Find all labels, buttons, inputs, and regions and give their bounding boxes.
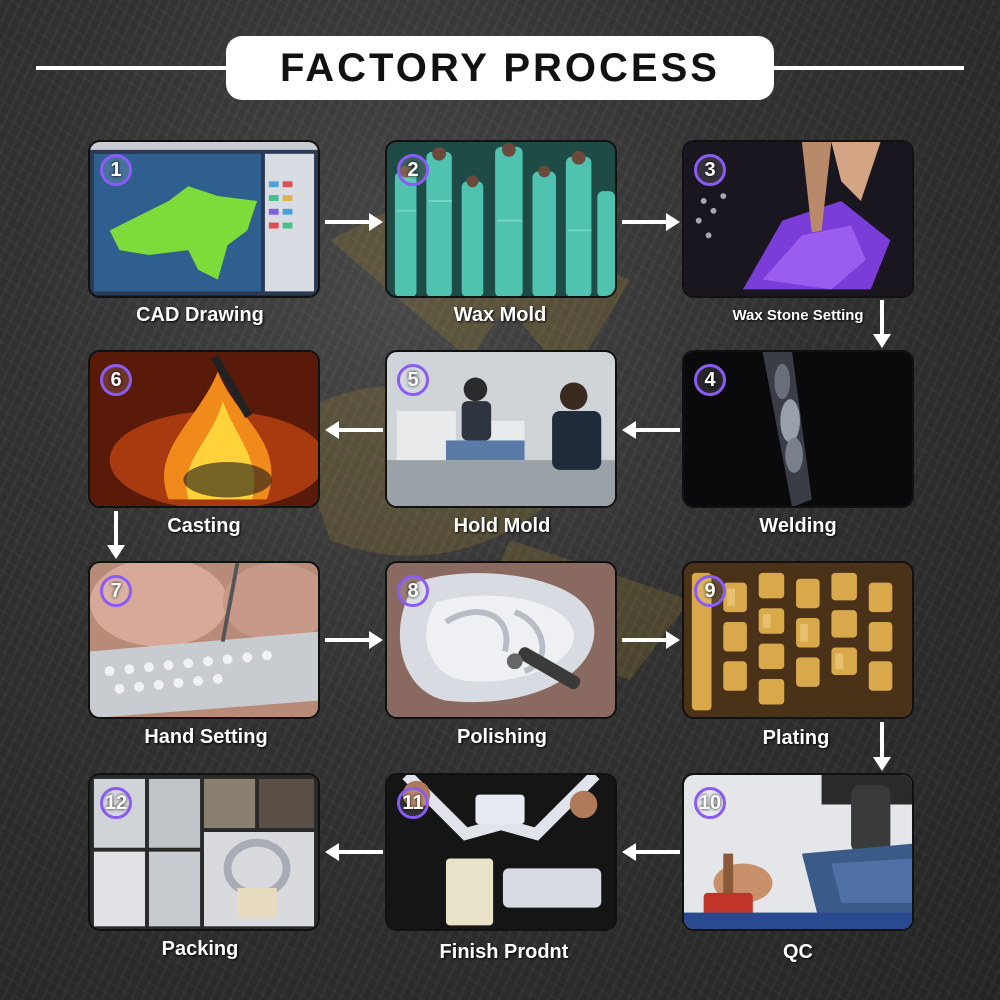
arrow-icon bbox=[622, 213, 680, 231]
step-number-badge: 3 bbox=[694, 154, 726, 186]
arrow-icon bbox=[107, 511, 125, 559]
step-card-polishing: 8 bbox=[385, 561, 617, 719]
step-label: Hold Mold bbox=[453, 515, 551, 537]
step-label: Welding bbox=[759, 515, 837, 537]
step-number-badge: 4 bbox=[694, 364, 726, 396]
step-number-badge: 2 bbox=[397, 154, 429, 186]
step-card-plating: 9 bbox=[682, 561, 914, 719]
step-card-casting: 6 bbox=[88, 350, 320, 508]
arrow-icon bbox=[622, 843, 680, 861]
wax-stone-setting-photo bbox=[684, 142, 912, 296]
step-label: Packing bbox=[161, 938, 239, 960]
step-card-packing: 12 bbox=[88, 773, 320, 931]
step-number-badge: 11 bbox=[397, 787, 429, 819]
page-title: FACTORY PROCESS bbox=[280, 45, 720, 90]
step-number-badge: 1 bbox=[100, 154, 132, 186]
step-label: Wax Stone Setting bbox=[732, 307, 864, 324]
arrow-icon bbox=[325, 843, 383, 861]
step-number-badge: 10 bbox=[694, 787, 726, 819]
step-number-badge: 5 bbox=[397, 364, 429, 396]
step-card-wax-stone-setting: 3 bbox=[682, 140, 914, 298]
arrow-icon bbox=[325, 631, 383, 649]
title-rule-right bbox=[774, 66, 964, 70]
step-number-badge: 6 bbox=[100, 364, 132, 396]
step-card-qc: 10 bbox=[682, 773, 914, 931]
step-label: Wax Mold bbox=[453, 304, 547, 326]
step-number-badge: 12 bbox=[100, 787, 132, 819]
arrow-icon bbox=[873, 300, 891, 348]
step-number-badge: 8 bbox=[397, 575, 429, 607]
step-label: QC bbox=[783, 941, 813, 963]
arrow-icon bbox=[622, 421, 680, 439]
title-rule-left bbox=[36, 66, 226, 70]
wax-mold-photo bbox=[387, 142, 615, 296]
step-label: Casting bbox=[167, 515, 241, 537]
step-card-wax-mold: 2 bbox=[385, 140, 617, 298]
title-banner: FACTORY PROCESS bbox=[226, 36, 774, 100]
packing-photo bbox=[90, 775, 318, 929]
step-number-badge: 7 bbox=[100, 575, 132, 607]
step-label: Hand Setting bbox=[144, 726, 268, 748]
step-card-cad-drawing: 1 bbox=[88, 140, 320, 298]
arrow-icon bbox=[622, 631, 680, 649]
arrow-icon bbox=[873, 722, 891, 771]
step-label: CAD Drawing bbox=[136, 304, 264, 326]
step-label: Polishing bbox=[457, 726, 547, 748]
step-card-welding: 4 bbox=[682, 350, 914, 508]
arrow-icon bbox=[325, 421, 383, 439]
step-card-hold-mold: 5 bbox=[385, 350, 617, 508]
arrow-icon bbox=[325, 213, 383, 231]
step-label: Finish Prodnt bbox=[439, 941, 569, 963]
polishing-photo bbox=[387, 563, 615, 717]
step-label: Plating bbox=[762, 727, 830, 749]
step-card-hand-setting: 7 bbox=[88, 561, 320, 719]
step-card-finish-product: 11 bbox=[385, 773, 617, 931]
step-number-badge: 9 bbox=[694, 575, 726, 607]
